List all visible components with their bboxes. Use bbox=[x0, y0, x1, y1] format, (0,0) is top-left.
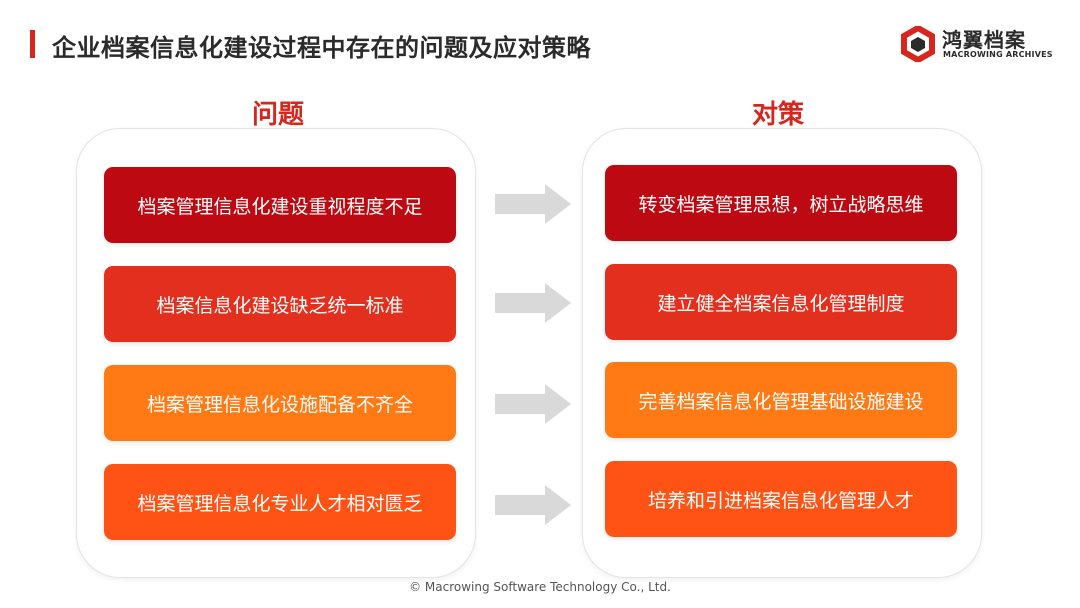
problem-box-4: 档案管理信息化专业人才相对匮乏 bbox=[104, 464, 456, 540]
right-arrow-icon bbox=[495, 485, 571, 525]
right-arrow-icon bbox=[495, 283, 571, 323]
strategies-heading: 对策 bbox=[751, 100, 804, 130]
right-arrow-icon bbox=[495, 184, 571, 224]
strategy-box-3: 完善档案信息化管理基础设施建设 bbox=[605, 362, 957, 438]
company-logo: 鸿翼档案 MACROWING ARCHIVES bbox=[900, 22, 1060, 66]
strategy-box-2: 建立健全档案信息化管理制度 bbox=[605, 264, 957, 340]
page-title: 企业档案信息化建设过程中存在的问题及应对策略 bbox=[52, 34, 591, 62]
problems-heading: 问题 bbox=[251, 100, 304, 130]
logo-name-en: MACROWING ARCHIVES bbox=[943, 50, 1053, 59]
strategy-box-4: 培养和引进档案信息化管理人才 bbox=[605, 461, 957, 537]
problem-box-3: 档案管理信息化设施配备不齐全 bbox=[104, 365, 456, 441]
title-accent-bar bbox=[30, 30, 35, 58]
problem-box-1: 档案管理信息化建设重视程度不足 bbox=[104, 167, 456, 243]
copyright-footer: © Macrowing Software Technology Co., Ltd… bbox=[409, 580, 671, 594]
logo-name-cn: 鸿翼档案 bbox=[942, 28, 1026, 52]
right-arrow-icon bbox=[495, 384, 571, 424]
problem-box-2: 档案信息化建设缺乏统一标准 bbox=[104, 266, 456, 342]
strategy-box-1: 转变档案管理思想，树立战略思维 bbox=[605, 165, 957, 241]
hexagon-logo-icon bbox=[901, 26, 935, 62]
